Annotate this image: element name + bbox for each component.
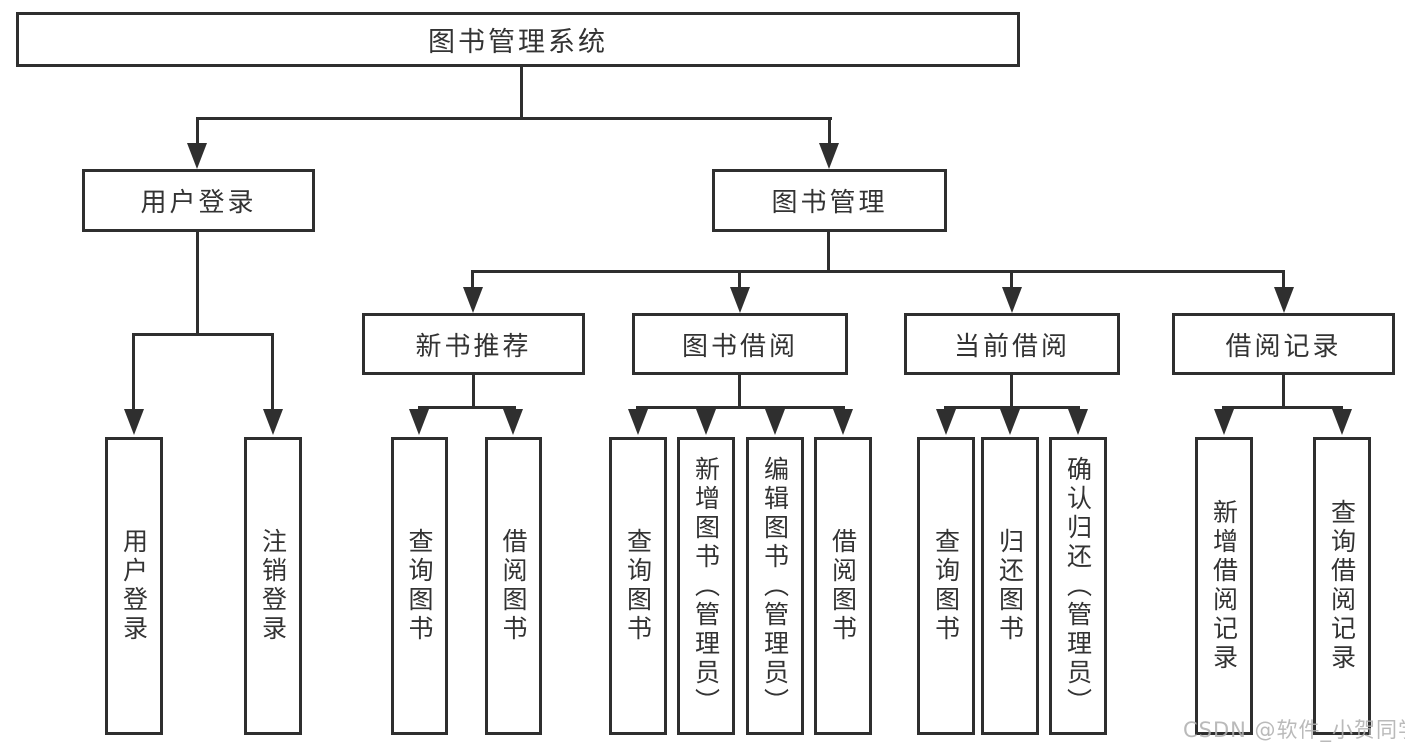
connector-stub: [828, 117, 831, 145]
leaf-user-login: 用户登录: [105, 437, 163, 735]
leaf-label: 查询借阅记录: [1327, 499, 1357, 673]
connector-vline: [738, 375, 741, 408]
node-new-book-recommend: 新书推荐: [362, 313, 585, 375]
leaf-add-book-admin: 新增图书（管理员）: [677, 437, 735, 735]
leaf-label: 新增借阅记录: [1209, 499, 1239, 673]
leaf-borrow-book: 借阅图书: [814, 437, 872, 735]
csdn-watermark: CSDN @软件_小贺同学: [1183, 718, 1405, 742]
arrowhead-down: [1332, 409, 1352, 435]
arrowhead-down: [124, 409, 144, 435]
leaf-query-book: 查询图书: [917, 437, 975, 735]
connector-stub: [132, 333, 135, 409]
connector-vline: [472, 375, 475, 408]
node-label: 新书推荐: [415, 331, 532, 362]
connector-stub: [196, 117, 199, 145]
connector-hline: [1222, 406, 1343, 409]
node-borrow-record: 借阅记录: [1172, 313, 1395, 375]
leaf-confirm-return-admin: 确认归还（管理员）: [1049, 437, 1107, 735]
node-label: 当前借阅: [953, 331, 1070, 362]
connector-stub: [471, 270, 474, 288]
arrowhead-down: [936, 409, 956, 435]
leaf-label: 查询图书: [623, 528, 653, 644]
arrowhead-down: [187, 143, 207, 169]
connector-stub: [1282, 270, 1285, 288]
leaf-return-book: 归还图书: [981, 437, 1039, 735]
arrowhead-down: [696, 409, 716, 435]
leaf-logout: 注销登录: [244, 437, 302, 735]
node-book-management: 图书管理: [712, 169, 947, 232]
connector-bookmgmt-vline: [827, 232, 830, 272]
node-label: 借阅记录: [1225, 331, 1342, 362]
leaf-label: 用户登录: [119, 528, 149, 644]
leaf-query-borrow-record: 查询借阅记录: [1313, 437, 1371, 735]
leaf-add-borrow-record: 新增借阅记录: [1195, 437, 1253, 735]
arrowhead-down: [463, 287, 483, 313]
node-label: 图书借阅: [681, 331, 798, 362]
connector-userlogin-vline: [196, 232, 199, 335]
connector-vline: [1010, 375, 1013, 408]
arrowhead-down: [765, 409, 785, 435]
node-label: 图书管理系统: [428, 27, 608, 58]
arrowhead-down: [503, 409, 523, 435]
leaf-label: 归还图书: [995, 528, 1025, 644]
arrowhead-down: [1000, 409, 1020, 435]
leaf-label: 确认归还（管理员）: [1063, 455, 1093, 717]
arrowhead-down: [833, 409, 853, 435]
connector-userlogin-hline: [132, 333, 274, 336]
connector-root-vline: [520, 67, 523, 119]
node-library-management-system: 图书管理系统: [16, 12, 1020, 67]
connector-stub: [738, 270, 741, 288]
arrowhead-down: [1002, 287, 1022, 313]
connector-bookmgmt-hline: [471, 270, 1285, 273]
leaf-label: 注销登录: [258, 528, 288, 644]
node-user-login: 用户登录: [82, 169, 315, 232]
node-label: 用户登录: [140, 188, 257, 218]
leaf-label: 借阅图书: [499, 528, 528, 644]
node-label: 图书管理: [771, 188, 888, 218]
arrowhead-down: [409, 409, 429, 435]
leaf-edit-book-admin: 编辑图书（管理员）: [746, 437, 804, 735]
leaf-borrow-book: 借阅图书: [485, 437, 542, 735]
node-current-borrow: 当前借阅: [904, 313, 1120, 375]
connector-stub: [271, 333, 274, 409]
leaf-label: 借阅图书: [828, 528, 858, 644]
connector-stub: [1010, 270, 1013, 288]
leaf-query-book: 查询图书: [609, 437, 667, 735]
arrowhead-down: [1274, 287, 1294, 313]
connector-hline: [636, 406, 845, 409]
arrowhead-down: [819, 143, 839, 169]
arrowhead-down: [1214, 409, 1234, 435]
connector-vline: [1282, 375, 1285, 408]
leaf-label: 编辑图书（管理员）: [760, 455, 790, 717]
arrowhead-down: [263, 409, 283, 435]
connector-root-hline: [196, 117, 832, 120]
connector-hline: [418, 406, 516, 409]
node-book-borrow: 图书借阅: [632, 313, 848, 375]
connector-hline: [944, 406, 1080, 409]
arrowhead-down: [730, 287, 750, 313]
leaf-label: 查询图书: [931, 528, 961, 644]
leaf-label: 查询图书: [405, 528, 434, 644]
leaf-query-book: 查询图书: [391, 437, 448, 735]
arrowhead-down: [1068, 409, 1088, 435]
leaf-label: 新增图书（管理员）: [691, 455, 721, 717]
arrowhead-down: [628, 409, 648, 435]
